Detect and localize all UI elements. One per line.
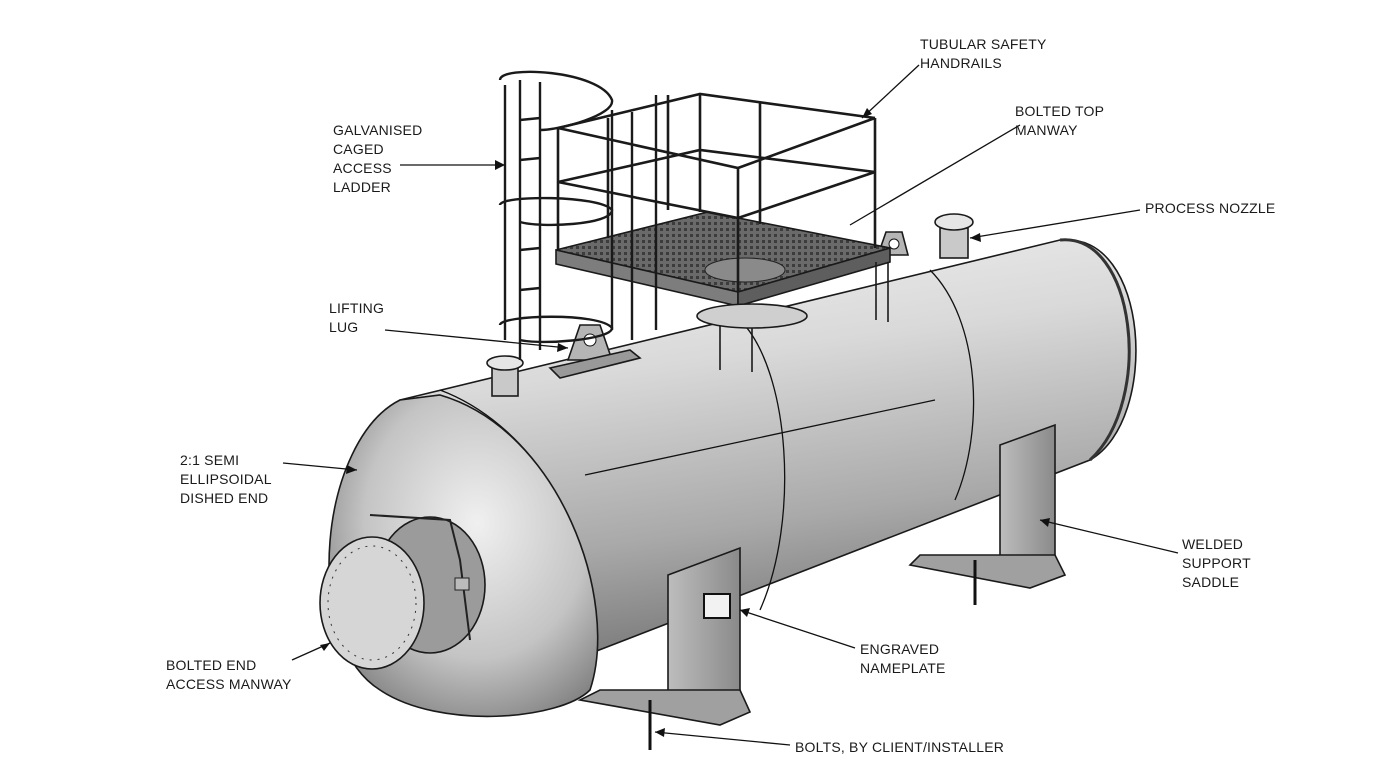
label-line: LUG — [329, 319, 359, 335]
label-line: ENGRAVED — [860, 641, 940, 657]
label-welded-support-saddle: WELDED SUPPORT SADDLE — [1182, 535, 1251, 592]
label-line: SUPPORT — [1182, 555, 1251, 571]
rear-saddle — [908, 423, 1067, 605]
label-line: 2:1 SEMI — [180, 452, 240, 468]
label-line: MANWAY — [1015, 122, 1078, 138]
label-line: PROCESS NOZZLE — [1145, 200, 1276, 216]
label-line: HANDRAILS — [920, 55, 1002, 71]
label-process-nozzle: PROCESS NOZZLE — [1145, 199, 1275, 218]
lifting-lug-shape — [548, 324, 642, 379]
label-line: BOLTED TOP — [1015, 103, 1105, 119]
label-ellipsoidal-dished-end: 2:1 SEMI ELLIPSOIDAL DISHED END — [180, 451, 272, 508]
label-line: ACCESS MANWAY — [166, 676, 292, 692]
label-line: NAMEPLATE — [860, 660, 946, 676]
front-nozzle — [486, 355, 524, 397]
label-line: ELLIPSOIDAL — [180, 471, 272, 487]
front-saddle — [577, 546, 752, 750]
label-line: CAGED — [333, 141, 384, 157]
label-line: SADDLE — [1182, 574, 1240, 590]
label-line: BOLTS, BY CLIENT/INSTALLER — [795, 739, 1005, 755]
leader-lines — [282, 64, 1179, 746]
label-bolted-end-access-manway: BOLTED END ACCESS MANWAY — [166, 656, 292, 694]
label-line: ACCESS — [333, 160, 392, 176]
label-line: BOLTED END — [166, 657, 257, 673]
label-line: DISHED END — [180, 490, 269, 506]
label-bolted-top-manway: BOLTED TOP MANWAY — [1015, 102, 1104, 140]
label-line: LADDER — [333, 179, 391, 195]
label-tubular-safety-handrails: TUBULAR SAFETY HANDRAILS — [920, 35, 1047, 73]
process-nozzle-shape — [934, 213, 974, 259]
label-galvanised-caged-access-ladder: GALVANISED CAGED ACCESS LADDER — [333, 121, 422, 197]
platform — [555, 211, 891, 372]
caged-ladder — [498, 70, 658, 360]
label-line: WELDED — [1182, 536, 1244, 552]
end-manway — [319, 514, 486, 670]
label-line: LIFTING — [329, 300, 385, 316]
label-bolts-by-client-installer: BOLTS, BY CLIENT/INSTALLER — [795, 738, 1004, 757]
handrails-shape — [556, 92, 877, 292]
label-lifting-lug: LIFTING LUG — [329, 299, 384, 337]
label-engraved-nameplate: ENGRAVED NAMEPLATE — [860, 640, 946, 678]
label-line: GALVANISED — [333, 122, 423, 138]
label-line: TUBULAR SAFETY — [920, 36, 1047, 52]
